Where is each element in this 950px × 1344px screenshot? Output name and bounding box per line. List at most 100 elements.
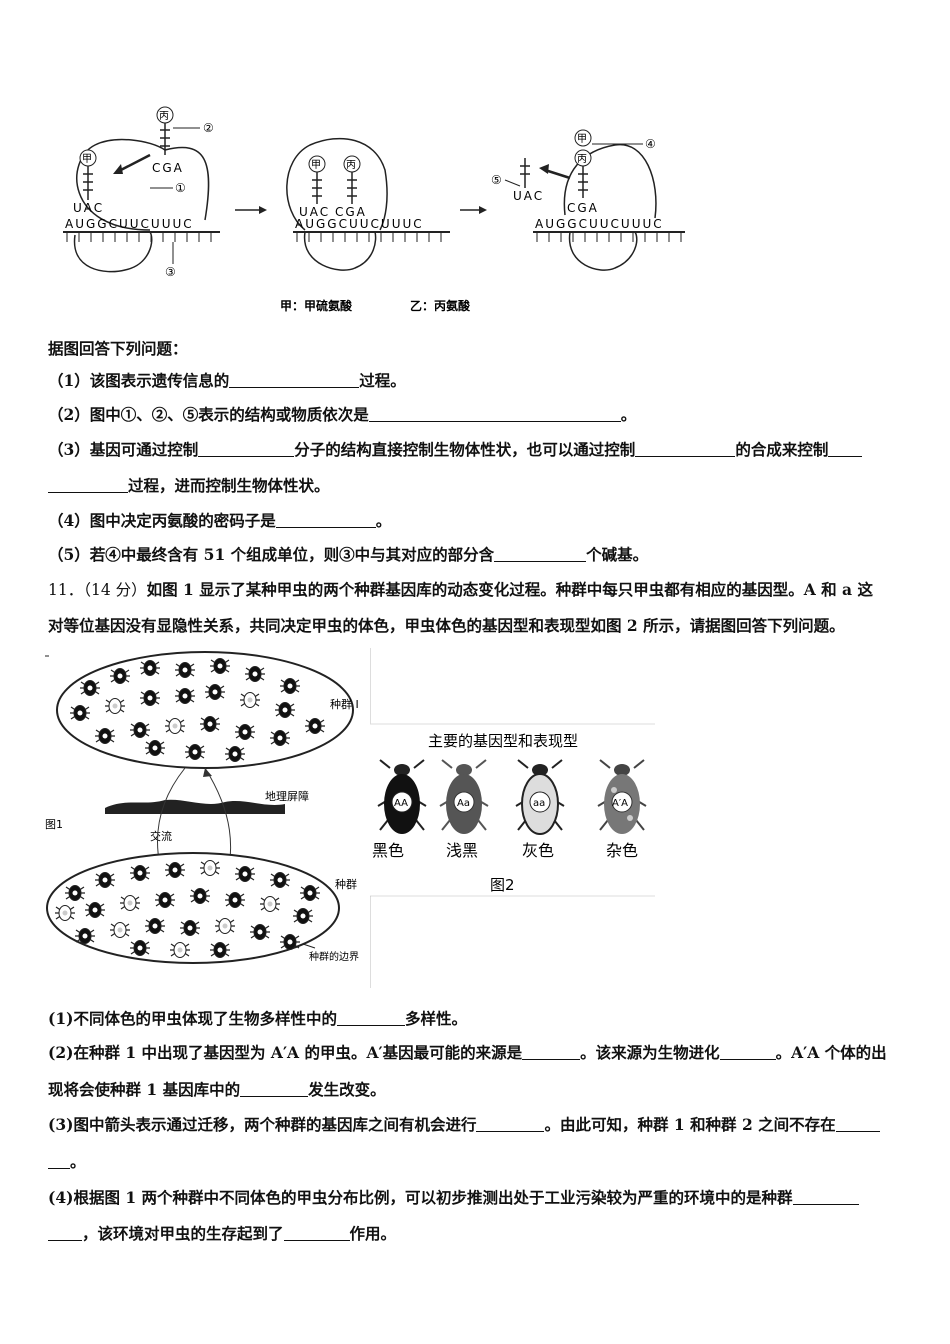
- blank-q10-3b[interactable]: [635, 442, 736, 457]
- beetle-icon: [130, 722, 150, 738]
- beetle-icon: [140, 690, 160, 706]
- beetle-aa-black: AA: [377, 759, 427, 834]
- figure-1: 种群 I 地理屏障 图1 交流 种群 种群的边界: [45, 651, 359, 964]
- blank-q10-3a[interactable]: [198, 442, 295, 457]
- genotype-aa-upper: AA: [394, 798, 408, 809]
- blank-q10-1[interactable]: [229, 373, 360, 388]
- q10-part1: （1）该图表示遗传信息的过程。: [48, 371, 406, 390]
- beetle-icon: [80, 680, 100, 696]
- beetle-icon: [200, 716, 220, 732]
- blank-q11-3a[interactable]: [476, 1117, 545, 1132]
- blank-q10-5[interactable]: [494, 547, 587, 562]
- anticodon-cga-3: CGA: [567, 201, 599, 215]
- label-jia-3: 甲: [577, 134, 587, 145]
- beetle-icon: [75, 928, 95, 944]
- blank-q11-3b-start[interactable]: [835, 1117, 880, 1132]
- anticodon-uac-1: UAC: [73, 201, 104, 215]
- beetle-icon: [155, 892, 175, 908]
- q11-part1: (1)不同体色的甲虫体现了生物多样性中的多样性。: [48, 1009, 467, 1028]
- beetle-icon: [65, 885, 85, 901]
- color-mottled: 杂色: [606, 841, 638, 860]
- blank-q10-2[interactable]: [368, 407, 621, 422]
- q11-part3: (3)图中箭头表示通过迁移，两个种群的基因库之间有机会进行。由此可知，种群 1 …: [48, 1113, 880, 1135]
- beetle-icon: [145, 740, 165, 756]
- beetle-icon: [245, 666, 265, 682]
- beetle-icon: [170, 942, 190, 958]
- blank-q11-4a-end[interactable]: [48, 1226, 82, 1241]
- num3: ③: [165, 265, 176, 279]
- blank-q11-2c[interactable]: [240, 1082, 309, 1097]
- label-bing-2: 丙: [346, 160, 356, 171]
- blank-q11-4b[interactable]: [283, 1226, 350, 1241]
- beetle-icon: [175, 688, 195, 704]
- beetle-icon: [110, 668, 130, 684]
- blank-q11-1[interactable]: [336, 1011, 405, 1026]
- label-bing-1: 丙: [159, 111, 169, 122]
- color-lightblack: 浅黑: [446, 841, 478, 860]
- q11-part2-cont: 现将会使种群 1 基因库中的发生改变。: [48, 1080, 386, 1099]
- anticodon-cga-1: CGA: [152, 161, 184, 175]
- beetle-icon: [70, 705, 90, 721]
- beetle-icon: [215, 918, 235, 934]
- q11-intro-2: 对等位基因没有显隐性关系，共同决定甲虫的体色，甲虫体色的基因型和表现型如图 2 …: [48, 616, 845, 635]
- beetle-icon: [275, 702, 295, 718]
- beetle-icon: [105, 698, 125, 714]
- blank-q10-4[interactable]: [275, 513, 376, 528]
- beetle-icon: [95, 728, 115, 744]
- boundary-label: 种群的边界: [309, 950, 359, 963]
- q11-part4: (4)根据图 1 两个种群中不同体色的甲虫分布比例，可以初步推测出处于工业污染较…: [48, 1186, 859, 1208]
- fig2-title: 主要的基因型和表现型: [428, 732, 578, 750]
- label-jia-1: 甲: [82, 154, 92, 165]
- fig1-caption: 图1: [45, 818, 63, 831]
- exchange-label: 交流: [150, 829, 172, 843]
- color-grey: 灰色: [522, 841, 554, 860]
- beetle-icon: [270, 872, 290, 888]
- beetle-a-prime-a-mottled: A′A: [597, 759, 647, 834]
- anticodon-cga-2: CGA: [335, 205, 367, 219]
- genotype-aa-mixed: Aa: [457, 798, 470, 809]
- beetle-icon: [293, 908, 313, 924]
- q11-part2: (2)在种群 1 中出现了基因型为 A′A 的甲虫。A′基因最可能的来源是。该来…: [48, 1043, 887, 1062]
- blank-q11-2a[interactable]: [522, 1045, 581, 1060]
- q10-part5: （5）若④中最终含有 51 个组成单位，则③中与其对应的部分含个碱基。: [48, 545, 649, 564]
- blank-q11-3b-end[interactable]: [48, 1154, 70, 1169]
- beetle-icon: [280, 678, 300, 694]
- beetle-icon: [120, 895, 140, 911]
- q11-part3-cont: 。: [48, 1150, 86, 1172]
- panel-3: AUGGCUUCUUUC CGA UAC ⑤ 甲 丙 ④: [491, 129, 685, 271]
- q10-part4: （4）图中决定丙氨酸的密码子是。: [48, 511, 392, 530]
- mrna-seq-2: AUGGCUUCUUUC: [295, 217, 424, 231]
- num5: ⑤: [491, 173, 502, 187]
- blank-q11-4a-start[interactable]: [792, 1190, 859, 1205]
- blank-q11-2b[interactable]: [719, 1045, 776, 1060]
- q10-part3-cont: 过程，进而控制生物体性状。: [48, 474, 330, 496]
- beetle-icon: [130, 865, 150, 881]
- num2: ②: [203, 121, 214, 135]
- population-1-beetles: [70, 658, 325, 762]
- mrna-seq-3: AUGGCUUCUUUC: [535, 217, 664, 231]
- beetle-icon: [200, 860, 220, 876]
- beetle-icon: [110, 922, 130, 938]
- blank-q10-3c-end[interactable]: [48, 478, 128, 493]
- blank-q10-3c-start[interactable]: [828, 442, 863, 457]
- beetle-icon: [130, 940, 150, 956]
- beetle-icon: [225, 746, 245, 762]
- pop1-label: 种群 I: [330, 697, 359, 711]
- beetle-icon: [165, 718, 185, 734]
- barrier-label: 地理屏障: [265, 789, 309, 803]
- beetle-icon: [210, 942, 230, 958]
- beetle-icon: [300, 885, 320, 901]
- q10-intro: 据图回答下列问题：: [48, 339, 188, 358]
- beetle-icon: [175, 662, 195, 678]
- label-bing-3: 丙: [577, 154, 587, 165]
- beetle-icon: [165, 862, 185, 878]
- pop2-label: 种群: [335, 877, 357, 891]
- beetle-icon: [190, 888, 210, 904]
- beetle-icon: [145, 918, 165, 934]
- figure-2: 主要的基因型和表现型 AA Aa aa A′A 黑色 浅黑 灰色 杂色 图2: [370, 648, 655, 988]
- beetle-icon: [185, 744, 205, 760]
- beetle-icon: [235, 866, 255, 882]
- beetle-icon: [140, 660, 160, 676]
- beetle-icon: [95, 872, 115, 888]
- legend-yi: 乙：丙氨酸: [410, 298, 471, 313]
